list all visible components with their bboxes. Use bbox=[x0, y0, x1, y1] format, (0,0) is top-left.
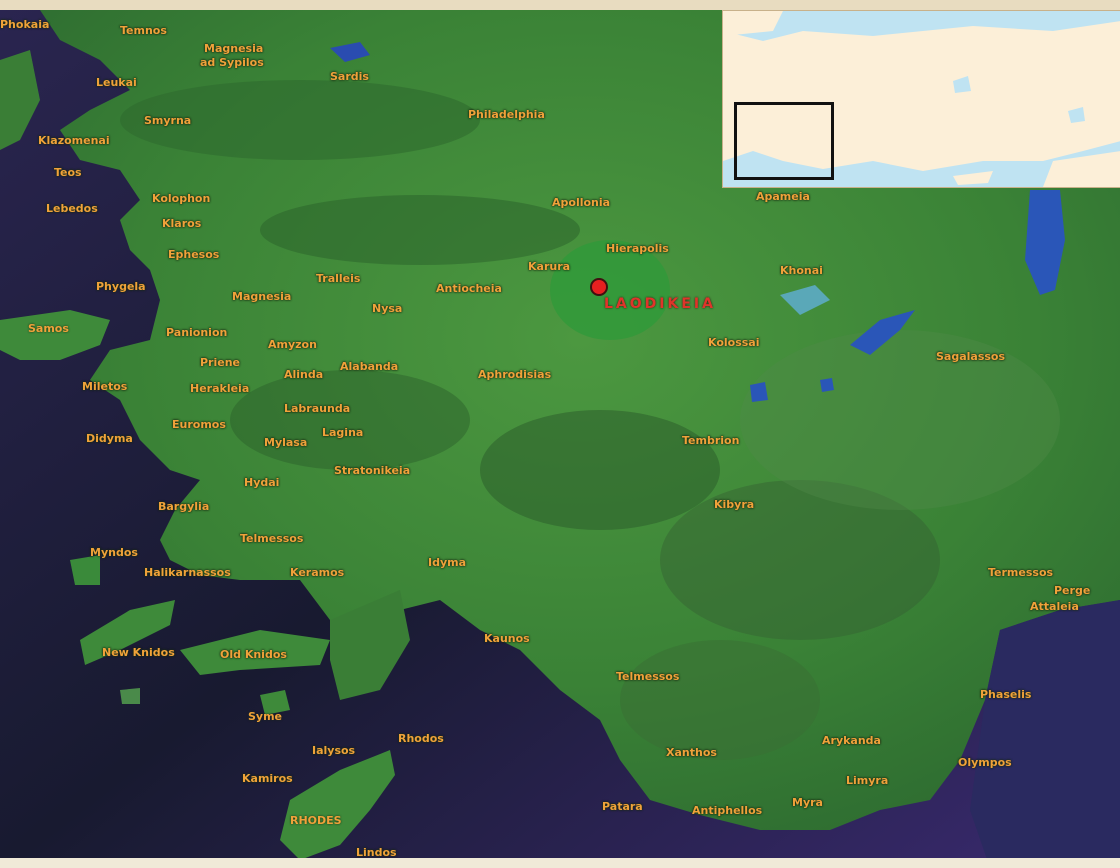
place-label: Stratonikeia bbox=[334, 464, 411, 477]
place-label: Xanthos bbox=[666, 746, 717, 759]
place-label: Temnos bbox=[120, 24, 167, 37]
place-label: Kibyra bbox=[714, 498, 755, 511]
place-label: Magnesia bbox=[204, 42, 264, 55]
place-label: Klazomenai bbox=[38, 134, 110, 147]
place-label: Alinda bbox=[284, 368, 324, 381]
place-label: Khonai bbox=[780, 264, 823, 277]
place-label: Labraunda bbox=[284, 402, 351, 415]
place-label: Halikarnassos bbox=[144, 566, 231, 579]
island-label: Syme bbox=[248, 710, 283, 723]
inset-highlight-box bbox=[734, 102, 834, 180]
place-label: Phaselis bbox=[980, 688, 1032, 701]
place-label: Tralleis bbox=[316, 272, 361, 285]
inset-locator-map bbox=[722, 10, 1120, 188]
place-label: Phokaia bbox=[0, 18, 50, 31]
place-label: Sagalassos bbox=[936, 350, 1006, 363]
place-label: Leukai bbox=[96, 76, 137, 89]
place-label: Nysa bbox=[372, 302, 403, 315]
place-label: Kaunos bbox=[484, 632, 530, 645]
place-label: Antiocheia bbox=[436, 282, 502, 295]
place-label: Idyma bbox=[428, 556, 467, 569]
place-label: Priene bbox=[200, 356, 241, 369]
place-label: Telmessos bbox=[240, 532, 304, 545]
place-label: Karura bbox=[528, 260, 571, 273]
laodikeia-marker[interactable] bbox=[590, 278, 608, 296]
place-label: Patara bbox=[602, 800, 643, 813]
place-label: Myndos bbox=[90, 546, 138, 559]
place-label: New Knidos bbox=[102, 646, 175, 659]
place-label: Telmessos bbox=[616, 670, 680, 683]
featured-city-label: LAODIKEIA bbox=[604, 296, 716, 312]
place-label: Perge bbox=[1054, 584, 1091, 597]
place-label: Kolossai bbox=[708, 336, 760, 349]
place-label: Termessos bbox=[988, 566, 1054, 579]
place-label: Kolophon bbox=[152, 192, 211, 205]
place-label: Myra bbox=[792, 796, 823, 809]
place-label: Tembrion bbox=[682, 434, 740, 447]
place-label: Mylasa bbox=[264, 436, 308, 449]
place-label: Sardis bbox=[330, 70, 369, 83]
place-label: Ephesos bbox=[168, 248, 220, 261]
place-label: Lebedos bbox=[46, 202, 98, 215]
place-label: Didyma bbox=[86, 432, 133, 445]
place-label: Old Knidos bbox=[220, 648, 287, 661]
place-label: Ialysos bbox=[312, 744, 356, 757]
place-label: ad Sypilos bbox=[200, 56, 264, 69]
place-label: Smyrna bbox=[144, 114, 192, 127]
place-label: Alabanda bbox=[340, 360, 399, 373]
place-label: Apameia bbox=[756, 190, 810, 203]
place-label: Aphrodisias bbox=[478, 368, 552, 381]
place-label: Arykanda bbox=[822, 734, 881, 747]
place-label: Phygela bbox=[96, 280, 146, 293]
place-label: Klaros bbox=[162, 217, 202, 230]
place-label: Bargylia bbox=[158, 500, 210, 513]
island-label: RHODES bbox=[290, 814, 342, 827]
island-label: Samos bbox=[28, 322, 69, 335]
place-label: Philadelphia bbox=[468, 108, 545, 121]
place-label: Herakleia bbox=[190, 382, 250, 395]
place-label: Limyra bbox=[846, 774, 889, 787]
place-label: Lagina bbox=[322, 426, 364, 439]
place-label: Olympos bbox=[958, 756, 1012, 769]
place-label: Apollonia bbox=[552, 196, 611, 209]
inset-map-graphic bbox=[723, 11, 1120, 187]
place-label: Euromos bbox=[172, 418, 226, 431]
place-label: Kamiros bbox=[242, 772, 293, 785]
place-label: Keramos bbox=[290, 566, 345, 579]
place-label: Amyzon bbox=[268, 338, 317, 351]
place-label: Attaleia bbox=[1030, 600, 1079, 613]
place-label: Lindos bbox=[356, 846, 397, 859]
place-label: Teos bbox=[54, 166, 82, 179]
place-label: Miletos bbox=[82, 380, 128, 393]
place-label: Antiphellos bbox=[692, 804, 763, 817]
place-label: Rhodos bbox=[398, 732, 444, 745]
place-label: Hydai bbox=[244, 476, 280, 489]
place-label: Hierapolis bbox=[606, 242, 669, 255]
place-label: Panionion bbox=[166, 326, 228, 339]
place-label: Magnesia bbox=[232, 290, 292, 303]
